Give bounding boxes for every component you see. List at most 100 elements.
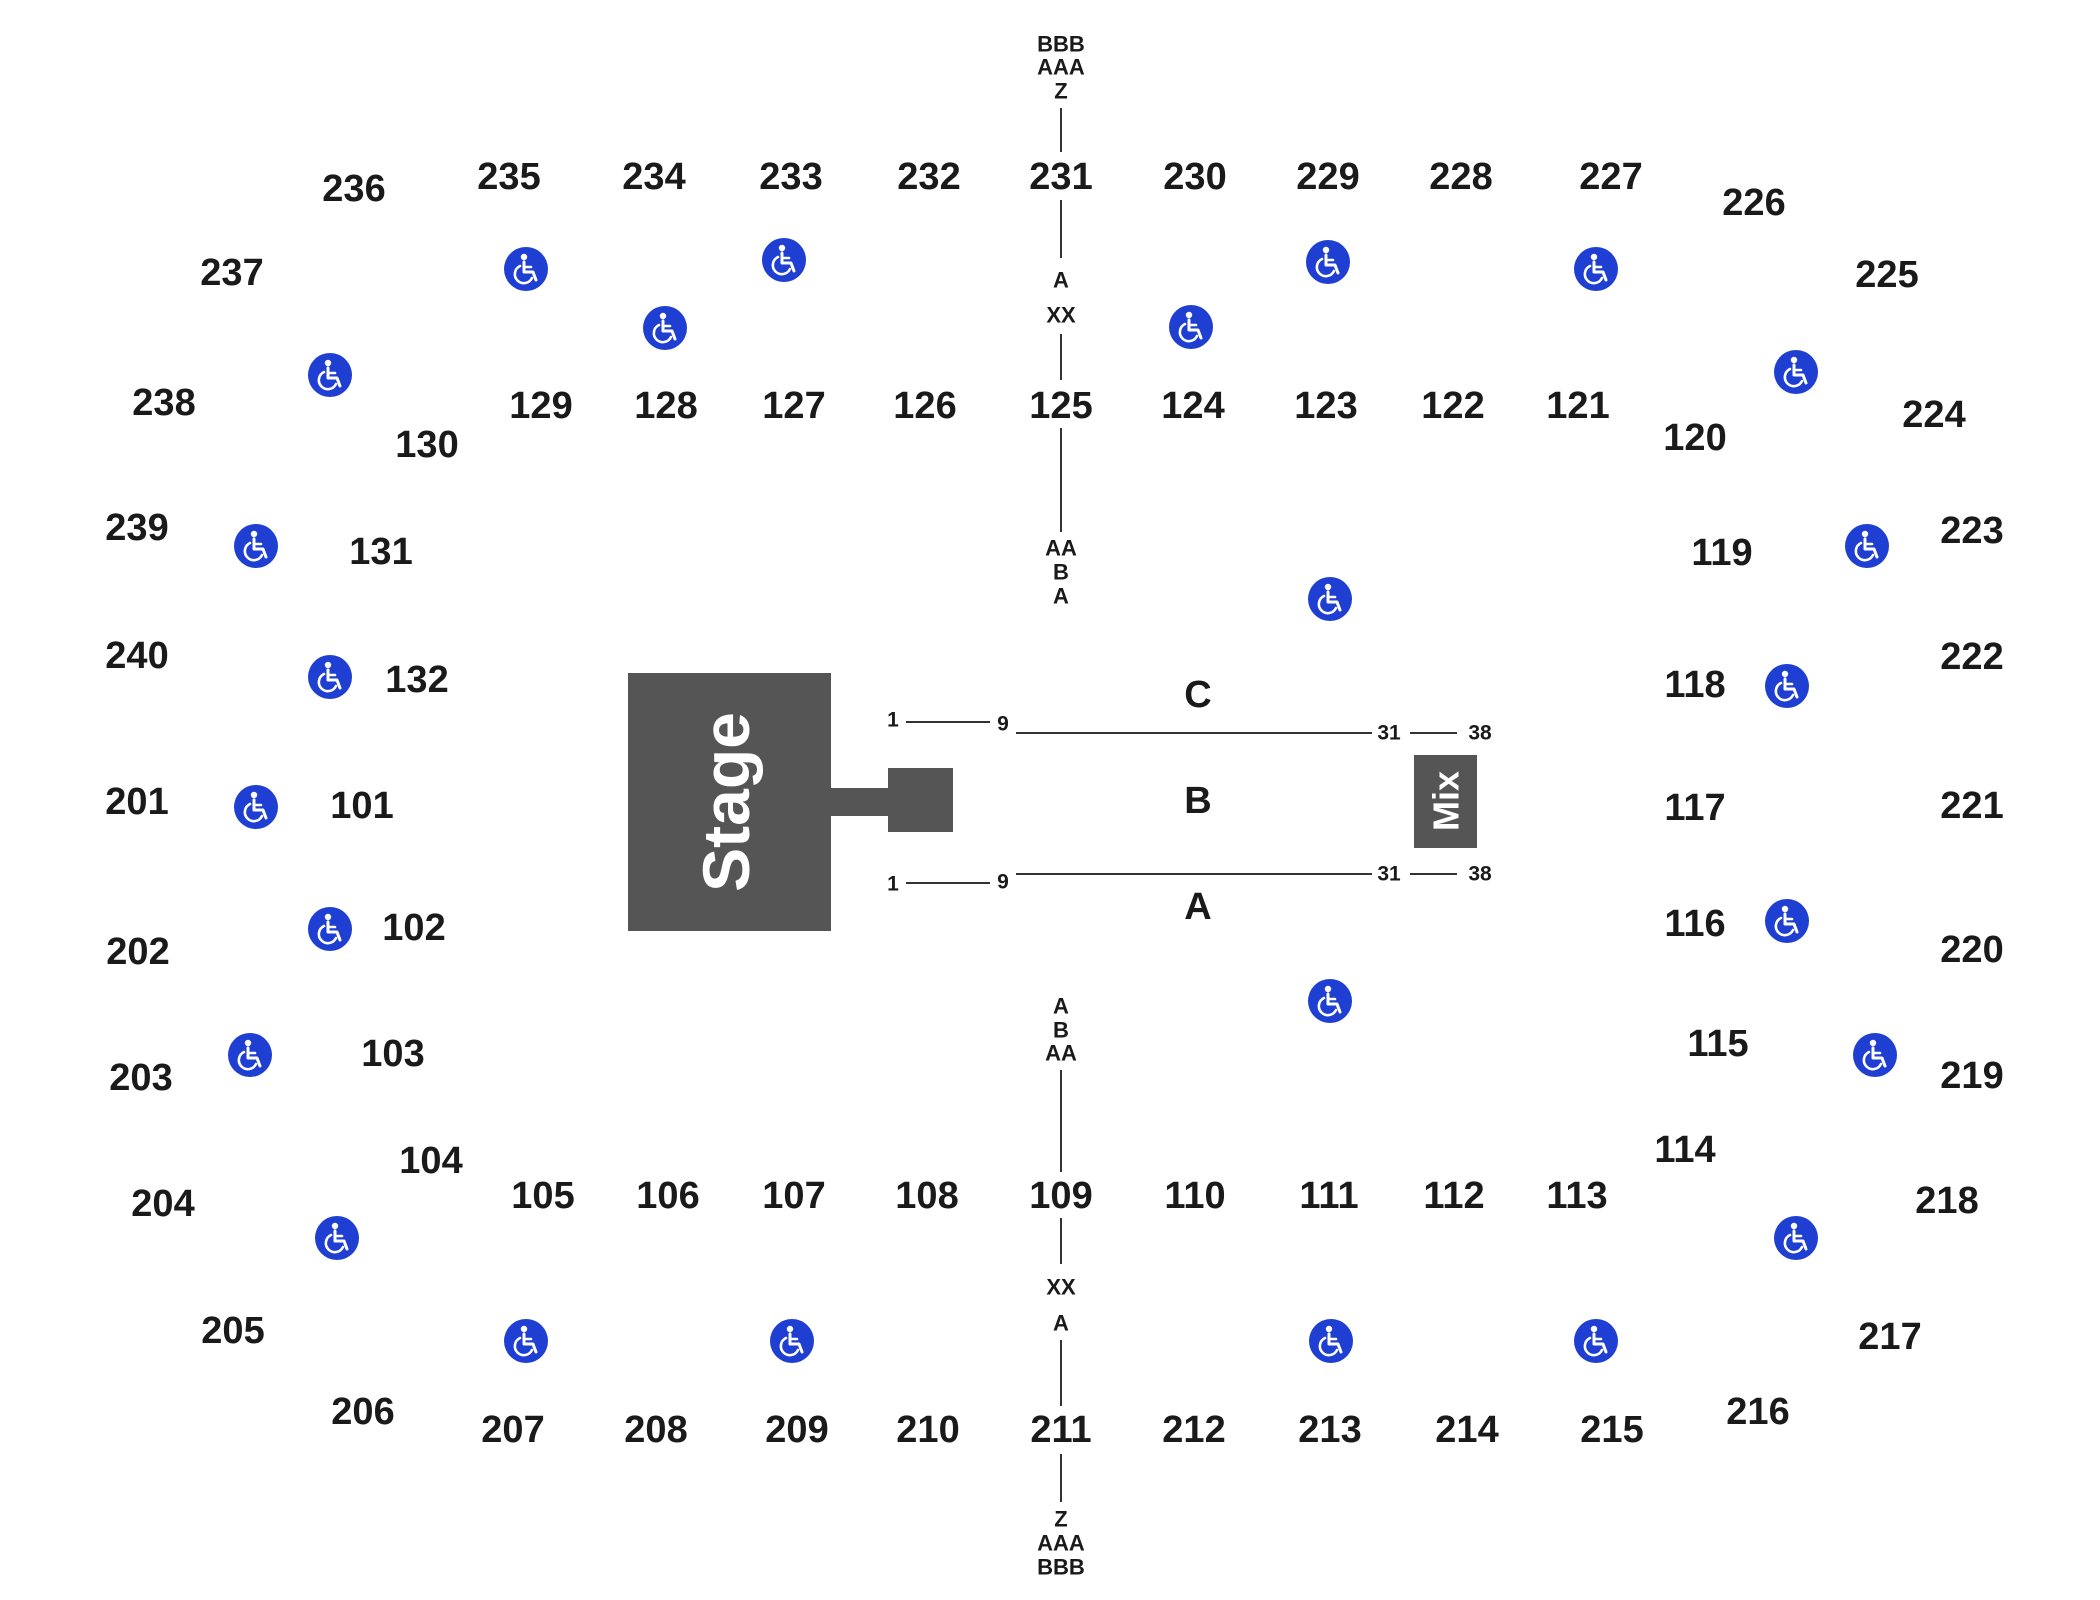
section-121[interactable]: 121 [1546, 385, 1609, 427]
section-214[interactable]: 214 [1435, 1409, 1498, 1451]
section-127[interactable]: 127 [762, 385, 825, 427]
wheelchair-icon[interactable] [306, 905, 354, 953]
section-217[interactable]: 217 [1858, 1316, 1921, 1358]
section-238[interactable]: 238 [132, 382, 195, 424]
section-234[interactable]: 234 [622, 156, 685, 198]
floor-section-c[interactable]: C [1184, 674, 1211, 716]
wheelchair-icon[interactable] [306, 653, 354, 701]
section-237[interactable]: 237 [200, 252, 263, 294]
wheelchair-icon[interactable] [502, 1317, 550, 1365]
section-117[interactable]: 117 [1664, 787, 1725, 829]
section-223[interactable]: 223 [1940, 510, 2003, 552]
section-119[interactable]: 119 [1691, 532, 1752, 574]
section-213[interactable]: 213 [1298, 1409, 1361, 1451]
section-232[interactable]: 232 [897, 156, 960, 198]
section-206[interactable]: 206 [331, 1391, 394, 1433]
section-207[interactable]: 207 [481, 1409, 544, 1451]
section-219[interactable]: 219 [1940, 1055, 2003, 1097]
wheelchair-icon[interactable] [232, 783, 280, 831]
section-236[interactable]: 236 [322, 168, 385, 210]
section-233[interactable]: 233 [759, 156, 822, 198]
section-110[interactable]: 110 [1164, 1175, 1225, 1217]
wheelchair-icon[interactable] [1763, 662, 1811, 710]
wheelchair-icon[interactable] [1851, 1031, 1899, 1079]
wheelchair-icon[interactable] [1772, 1214, 1820, 1262]
section-230[interactable]: 230 [1163, 156, 1226, 198]
section-239[interactable]: 239 [105, 507, 168, 549]
stage[interactable]: Stage [628, 673, 953, 931]
wheelchair-icon[interactable] [760, 236, 808, 284]
section-202[interactable]: 202 [106, 931, 169, 973]
section-203[interactable]: 203 [109, 1057, 172, 1099]
section-126[interactable]: 126 [893, 385, 956, 427]
section-108[interactable]: 108 [895, 1175, 958, 1217]
section-106[interactable]: 106 [636, 1175, 699, 1217]
section-115[interactable]: 115 [1687, 1023, 1748, 1065]
section-129[interactable]: 129 [509, 385, 572, 427]
section-227[interactable]: 227 [1579, 156, 1642, 198]
section-114[interactable]: 114 [1654, 1129, 1715, 1171]
section-216[interactable]: 216 [1726, 1391, 1789, 1433]
section-205[interactable]: 205 [201, 1310, 264, 1352]
section-226[interactable]: 226 [1722, 182, 1785, 224]
wheelchair-icon[interactable] [1307, 1317, 1355, 1365]
section-224[interactable]: 224 [1902, 394, 1965, 436]
wheelchair-icon[interactable] [226, 1031, 274, 1079]
section-123[interactable]: 123 [1294, 385, 1357, 427]
wheelchair-icon[interactable] [1763, 897, 1811, 945]
section-201[interactable]: 201 [105, 781, 168, 823]
section-118[interactable]: 118 [1664, 664, 1725, 706]
section-130[interactable]: 130 [395, 424, 458, 466]
section-111[interactable]: 111 [1299, 1175, 1358, 1217]
section-225[interactable]: 225 [1855, 254, 1918, 296]
section-208[interactable]: 208 [624, 1409, 687, 1451]
wheelchair-icon[interactable] [1772, 348, 1820, 396]
section-231[interactable]: 231 [1029, 156, 1092, 198]
wheelchair-icon[interactable] [1306, 977, 1354, 1025]
section-105[interactable]: 105 [511, 1175, 574, 1217]
wheelchair-icon[interactable] [1572, 245, 1620, 293]
wheelchair-icon[interactable] [232, 522, 280, 570]
wheelchair-icon[interactable] [313, 1214, 361, 1262]
section-113[interactable]: 113 [1546, 1175, 1607, 1217]
section-228[interactable]: 228 [1429, 156, 1492, 198]
section-104[interactable]: 104 [399, 1140, 462, 1182]
section-215[interactable]: 215 [1580, 1409, 1643, 1451]
wheelchair-icon[interactable] [1572, 1317, 1620, 1365]
wheelchair-icon[interactable] [1306, 575, 1354, 623]
wheelchair-icon[interactable] [502, 245, 550, 293]
section-120[interactable]: 120 [1663, 417, 1726, 459]
section-221[interactable]: 221 [1940, 785, 2003, 827]
section-220[interactable]: 220 [1940, 929, 2003, 971]
section-107[interactable]: 107 [762, 1175, 825, 1217]
section-209[interactable]: 209 [765, 1409, 828, 1451]
section-211[interactable]: 211 [1030, 1409, 1091, 1451]
wheelchair-icon[interactable] [641, 304, 689, 352]
wheelchair-icon[interactable] [1167, 303, 1215, 351]
section-132[interactable]: 132 [385, 659, 448, 701]
wheelchair-icon[interactable] [1304, 238, 1352, 286]
section-125[interactable]: 125 [1029, 385, 1092, 427]
wheelchair-icon[interactable] [306, 351, 354, 399]
section-229[interactable]: 229 [1296, 156, 1359, 198]
section-212[interactable]: 212 [1162, 1409, 1225, 1451]
section-210[interactable]: 210 [896, 1409, 959, 1451]
section-101[interactable]: 101 [330, 785, 393, 827]
section-222[interactable]: 222 [1940, 636, 2003, 678]
section-103[interactable]: 103 [361, 1033, 424, 1075]
wheelchair-icon[interactable] [768, 1317, 816, 1365]
section-128[interactable]: 128 [634, 385, 697, 427]
floor-section-a[interactable]: A [1184, 886, 1211, 928]
section-235[interactable]: 235 [477, 156, 540, 198]
section-122[interactable]: 122 [1421, 385, 1484, 427]
section-109[interactable]: 109 [1029, 1175, 1092, 1217]
section-124[interactable]: 124 [1161, 385, 1224, 427]
section-204[interactable]: 204 [131, 1183, 194, 1225]
section-116[interactable]: 116 [1664, 903, 1725, 945]
section-102[interactable]: 102 [382, 907, 445, 949]
section-112[interactable]: 112 [1423, 1175, 1484, 1217]
wheelchair-icon[interactable] [1843, 522, 1891, 570]
section-218[interactable]: 218 [1915, 1180, 1978, 1222]
floor-section-b[interactable]: B [1184, 780, 1211, 822]
section-240[interactable]: 240 [105, 635, 168, 677]
